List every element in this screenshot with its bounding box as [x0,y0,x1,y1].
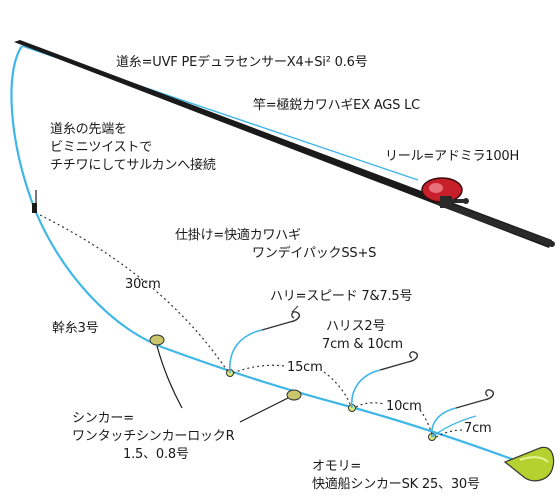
line-end-label-2: ビミニツイストで [50,140,153,155]
weight-sinker [503,446,555,482]
measure-30cm-arc [39,214,229,373]
measure-15cm-line-2 [323,371,351,405]
measure-15cm-line [232,364,285,374]
rig-label-2: ワンデイパックSS+S [252,246,377,261]
harisu-label-1: ハリス2号 [326,319,386,334]
hook-1 [229,311,301,374]
harisu-label-2: 7cm & 10cm [322,337,403,352]
main-line [10,45,521,464]
line-end-label-1: 道糸の先端を [50,122,127,137]
trunk-label: 幹糸3号 [52,321,99,336]
rig-label-1: 仕掛け=快適カワハギ [175,228,301,243]
measure-7cm: 7cm [464,421,492,436]
measure-15cm: 15cm [287,360,323,375]
rod-grip [437,200,555,247]
swivel [32,203,37,213]
sinker-label-2: ワンタッチシンカーロックR [72,429,235,444]
measure-7cm-line [435,429,463,438]
weight-label-2: 快適船シンカーSK 25、30号 [312,477,480,492]
hook-label-leader [291,305,299,313]
reel-label: リール=アドミラ100H [385,149,520,164]
measure-30cm: 30cm [125,277,161,292]
measure-10cm: 10cm [386,399,422,414]
sinker-bead-2 [286,389,302,401]
rod-label: 竿=極鋭カワハギEX AGS LC [253,98,421,113]
reel [421,177,469,208]
hook-2 [351,351,419,409]
sinker-pointer-2 [239,397,289,423]
sinker-label-3: 1.5、0.8号 [123,447,189,462]
sinker-bead-1 [149,334,165,346]
measure-10cm-line [355,402,385,408]
hook-label: ハリ=スピード 7&7.5号 [270,289,413,304]
line-end-label-3: チチワにしてサルカンへ接続 [50,158,216,173]
sinker-label-1: シンカー= [72,411,134,426]
measure-10cm-line-2 [419,409,433,435]
rod [14,40,552,248]
weight-label-1: オモリ= [312,459,362,474]
sinker-pointer-1 [156,345,183,409]
line-label: 道糸=UVF PEデュラセンサーX4+Si² 0.6号 [116,55,368,70]
